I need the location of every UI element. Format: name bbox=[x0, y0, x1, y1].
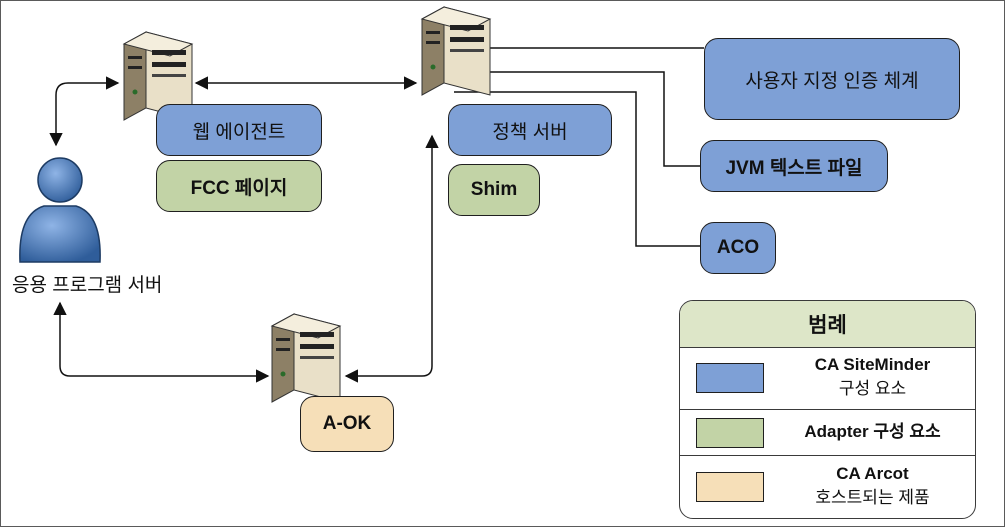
a-ok-box: A-OK bbox=[300, 396, 394, 452]
link-user-aok bbox=[53, 301, 270, 383]
jvm-text-file-box: JVM 텍스트 파일 bbox=[700, 140, 888, 192]
legend-item: CA Arcot 호스트되는 제품 bbox=[680, 455, 975, 517]
link-aok-policy bbox=[344, 134, 439, 383]
legend-swatch-adapter bbox=[696, 418, 764, 448]
link-policy-aco bbox=[454, 91, 700, 247]
legend-item-line1: CA SiteMinder bbox=[814, 355, 931, 374]
legend: 범례 CA SiteMinder 구성 요소 Adapter 구성 요소 CA … bbox=[679, 300, 976, 519]
legend-swatch-siteminder bbox=[696, 363, 764, 393]
user-icon bbox=[19, 157, 101, 263]
legend-title: 범례 bbox=[680, 301, 975, 348]
legend-item-line2: 구성 요소 bbox=[838, 379, 907, 398]
policy-server-box: 정책 서버 bbox=[448, 104, 612, 156]
server-icon bbox=[420, 6, 492, 96]
legend-item-line1: CA Arcot bbox=[836, 464, 909, 483]
web-agent-box: 웹 에이전트 bbox=[156, 104, 322, 156]
fcc-page-box: FCC 페이지 bbox=[156, 160, 322, 212]
legend-swatch-arcot bbox=[696, 472, 764, 502]
legend-item: CA SiteMinder 구성 요소 bbox=[680, 347, 975, 409]
link-policy-jvm bbox=[454, 71, 700, 167]
legend-item-line2: 호스트되는 제품 bbox=[815, 488, 930, 507]
link-user-webagent bbox=[49, 76, 120, 147]
aco-box: ACO bbox=[700, 222, 776, 274]
shim-box: Shim bbox=[448, 164, 540, 216]
server-icon bbox=[122, 31, 194, 121]
legend-item: Adapter 구성 요소 bbox=[680, 409, 975, 455]
app-server-label: 응용 프로그램 서버 bbox=[12, 275, 163, 296]
server-icon bbox=[270, 313, 342, 403]
custom-auth-box: 사용자 지정 인증 체계 bbox=[704, 38, 960, 120]
legend-item-line1: Adapter 구성 요소 bbox=[804, 422, 941, 441]
